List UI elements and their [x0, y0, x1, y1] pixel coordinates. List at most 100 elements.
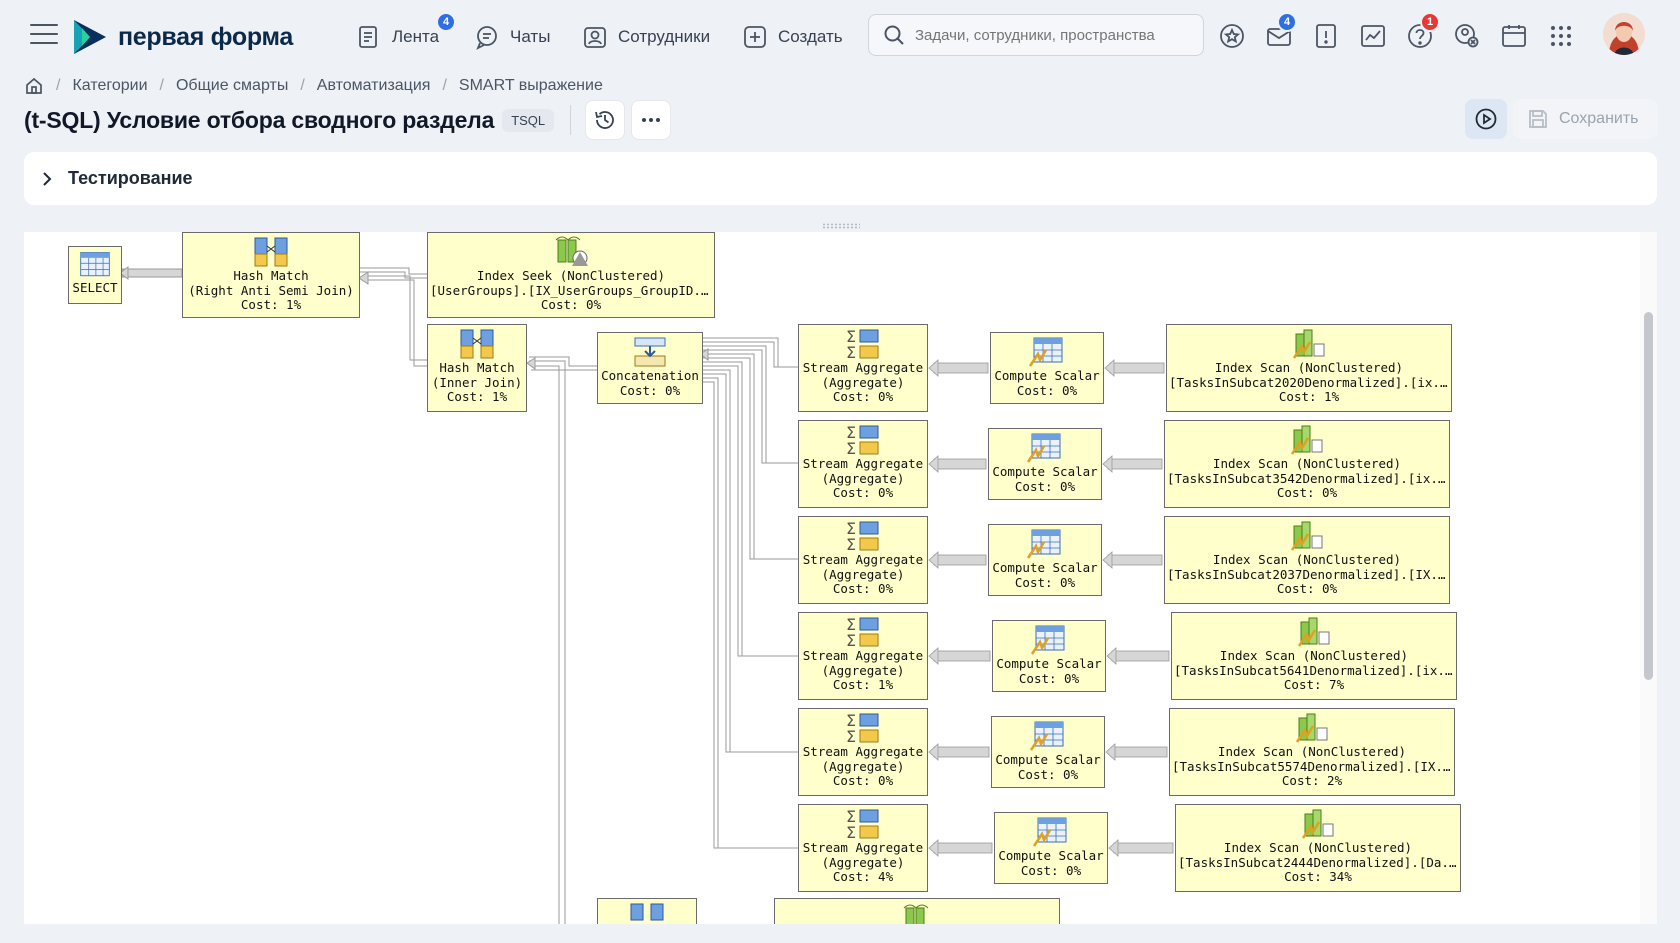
node-label: (Right Anti Semi Join) — [188, 283, 354, 298]
plan-node-index-scan[interactable]: Index Scan (NonClustered)[TasksInSubcat2… — [1166, 324, 1452, 412]
nav-create[interactable]: Создать — [742, 22, 843, 52]
svg-text:Σ: Σ — [846, 424, 856, 442]
breadcrumb-separator: / — [442, 77, 447, 94]
nav-chats[interactable]: Чаты — [474, 22, 550, 52]
svg-text:Σ: Σ — [846, 616, 856, 634]
node-cost: Cost: 0% — [832, 486, 894, 500]
hash-match-icon — [254, 237, 288, 267]
table-icon — [80, 252, 110, 277]
menu-icon[interactable] — [30, 24, 58, 48]
breadcrumb-item[interactable]: Общие смарты — [175, 77, 289, 94]
apps-grid-icon[interactable] — [1547, 22, 1575, 50]
execution-plan-canvas[interactable]: SELECT Hash Match (Right Anti Semi Join)… — [24, 232, 1640, 924]
node-label: (Aggregate) — [821, 471, 905, 486]
index-seek-icon — [555, 236, 588, 266]
search-icon — [884, 25, 904, 45]
plan-node-index-scan[interactable]: Index Scan (NonClustered)[TasksInSubcat2… — [1164, 516, 1450, 604]
node-cost: Cost: 1% — [832, 678, 894, 692]
node-cost: Cost: 0% — [540, 298, 602, 312]
node-cost: Cost: 1% — [240, 298, 302, 312]
testing-panel-toggle[interactable]: Тестирование — [24, 152, 1657, 205]
node-label: (Aggregate) — [821, 567, 905, 582]
favorites-icon[interactable] — [1218, 22, 1246, 50]
user-settings-icon[interactable] — [1453, 22, 1481, 50]
calendar-icon[interactable] — [1500, 22, 1528, 50]
avatar[interactable] — [1603, 13, 1645, 55]
plan-node-hash-match-partial[interactable] — [597, 898, 697, 924]
node-label: [TasksInSubcat2444Denormalized].[Da... — [1178, 855, 1460, 870]
index-scan-icon — [1295, 713, 1328, 743]
plan-node-index-scan[interactable]: Index Scan (NonClustered)[TasksInSubcat5… — [1171, 612, 1457, 700]
plan-node-hash-match-inner[interactable]: Hash Match (Inner Join) Cost: 1% — [427, 324, 527, 412]
node-cost: Cost: 0% — [1016, 383, 1078, 398]
node-label: Stream Aggregate — [802, 841, 924, 855]
save-button[interactable]: Сохранить — [1513, 99, 1658, 139]
svg-text:Σ: Σ — [846, 712, 856, 730]
language-tag: TSQL — [502, 108, 555, 132]
node-label: Stream Aggregate — [802, 361, 924, 375]
employees-icon — [584, 27, 606, 48]
breadcrumb-item[interactable]: Категории — [72, 77, 148, 94]
title-row: (t-SQL) Условие отбора сводного раздела … — [24, 100, 672, 140]
more-button[interactable] — [631, 100, 672, 140]
reports-icon[interactable] — [1359, 22, 1387, 50]
svg-text:Σ: Σ — [846, 823, 856, 840]
history-button[interactable] — [585, 100, 626, 140]
nav-feed[interactable]: Лента 4 — [356, 12, 456, 52]
plan-node-index-partial[interactable] — [774, 898, 1060, 924]
node-cost: Cost: 0% — [832, 774, 894, 788]
node-cost: Cost: 0% — [1276, 582, 1338, 596]
home-icon[interactable] — [24, 76, 44, 96]
breadcrumb-separator: / — [159, 77, 164, 94]
plan-node-index-scan[interactable]: Index Scan (NonClustered)[TasksInSubcat5… — [1169, 708, 1455, 796]
top-bar: первая форма Лента 4 Чаты Сотрудники Соз… — [0, 0, 1680, 72]
breadcrumb-item[interactable]: Автоматизация — [316, 77, 431, 94]
search-box[interactable] — [868, 14, 1204, 56]
node-label: Compute Scalar — [995, 753, 1101, 767]
breadcrumb-item[interactable]: SMART выражение — [458, 77, 603, 94]
resize-handle[interactable] — [822, 223, 860, 229]
mail-icon[interactable]: 4 — [1265, 12, 1297, 50]
node-cost: Cost: 0% — [1014, 479, 1076, 494]
hash-match-icon — [460, 329, 494, 359]
node-label: (Aggregate) — [821, 759, 905, 774]
plan-node-index-scan[interactable]: Index Scan (NonClustered)[TasksInSubcat2… — [1175, 804, 1461, 892]
stream-aggregate-icon: ΣΣ — [846, 520, 879, 552]
plus-icon — [744, 26, 766, 48]
stream-aggregate-icon: ΣΣ — [846, 616, 879, 648]
node-label: (Aggregate) — [821, 855, 905, 870]
logo[interactable]: первая форма — [72, 18, 293, 56]
node-cost: Cost: 0% — [1020, 863, 1082, 878]
help-icon[interactable]: 1 — [1406, 12, 1440, 50]
node-label: [UserGroups].[IX_UserGroups_GroupID... — [430, 283, 714, 298]
plan-node-hash-match-anti[interactable]: Hash Match (Right Anti Semi Join) Cost: … — [182, 232, 360, 318]
testing-label: Тестирование — [68, 168, 193, 188]
node-cost: Cost: 1% — [446, 390, 508, 404]
node-label: [TasksInSubcat5641Denormalized].[ix... — [1174, 663, 1456, 678]
run-button[interactable] — [1465, 99, 1507, 139]
node-label: Index Scan (NonClustered) — [1212, 553, 1402, 567]
plan-node-concatenation[interactable]: Concatenation Cost: 0% — [597, 332, 703, 404]
plan-node-index-seek[interactable]: Index Seek (NonClustered) [UserGroups].[… — [427, 232, 715, 318]
scrollbar-thumb[interactable] — [1644, 312, 1653, 680]
nav-employees[interactable]: Сотрудники — [582, 22, 710, 52]
alert-icon[interactable] — [1312, 22, 1340, 50]
node-cost: Cost: 0% — [619, 383, 681, 398]
plan-node-index-scan[interactable]: Index Scan (NonClustered)[TasksInSubcat3… — [1164, 420, 1450, 508]
plan-node-select[interactable]: SELECT — [68, 246, 122, 304]
search-input[interactable] — [915, 26, 1185, 44]
node-label: Index Scan (NonClustered) — [1214, 361, 1404, 375]
index-scan-icon — [1297, 617, 1330, 647]
